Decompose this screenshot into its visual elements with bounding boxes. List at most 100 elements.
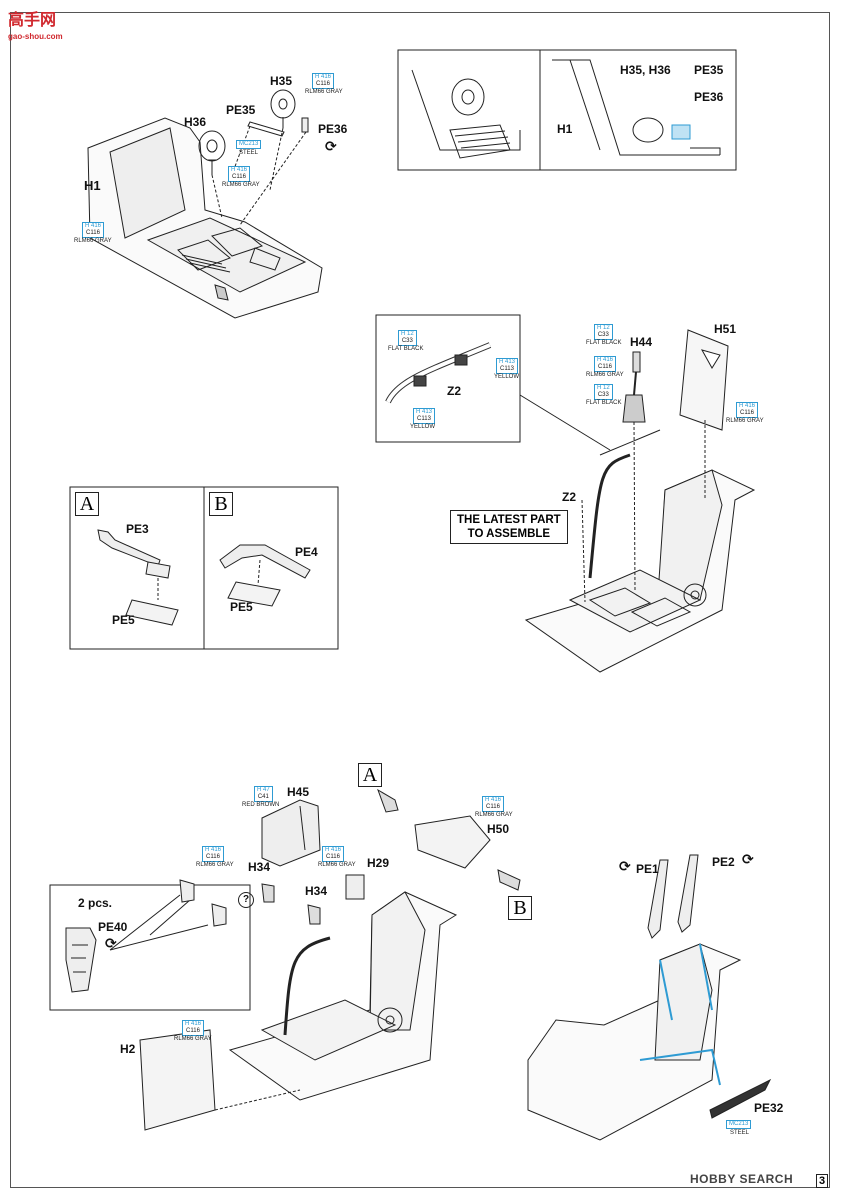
paint-name-h50: RLM66 GRAY xyxy=(475,812,513,818)
paint-code: H 47 xyxy=(257,787,270,793)
note-line2: TO ASSEMBLE xyxy=(467,528,551,540)
paint-code: H 413 xyxy=(499,359,516,365)
pe1-bend-icon: ⟳ xyxy=(619,858,631,874)
paint-c: C116 xyxy=(86,230,100,236)
label-h34-b: H34 xyxy=(305,884,328,898)
paint-name-h44-gray: RLM66 GRAY xyxy=(586,372,624,378)
paint-h1: H 416 C116 xyxy=(82,222,105,238)
paint-h35: H 416 C116 xyxy=(312,73,335,89)
paint-name-h35: RLM66 GRAY xyxy=(305,89,343,95)
pe4-buckle xyxy=(219,544,311,607)
footer-brand: HOBBY SEARCH xyxy=(690,1172,794,1186)
z2-guide-line xyxy=(581,499,586,603)
pe36-bend-icon: ⟳ xyxy=(325,138,337,154)
pe40-bend-icon: ⟳ xyxy=(105,935,117,951)
paint-h36: H 416 C116 xyxy=(228,166,251,182)
question-mark: ? xyxy=(238,892,254,908)
label-h51: H51 xyxy=(714,322,737,336)
paint-name-z2-yellow2: YELLOW xyxy=(410,424,436,430)
paint-name-pe32: STEEL xyxy=(730,1130,750,1136)
watermark-title: 高手网 xyxy=(8,12,57,29)
h45-armor xyxy=(261,799,321,867)
paint-name-pe35: STEEL xyxy=(239,150,259,156)
h34-pedals xyxy=(261,883,321,925)
pe40-callouts xyxy=(109,894,209,951)
label-h1: H1 xyxy=(84,178,101,193)
paint-c: C113 xyxy=(417,416,431,422)
label-h50: H50 xyxy=(487,822,510,836)
paint-c: C116 xyxy=(186,1028,200,1034)
paint-name-z2-yellow1: YELLOW xyxy=(494,374,520,380)
step1-cockpit-floor xyxy=(87,117,323,319)
pe35-strip xyxy=(247,121,285,137)
paint-name-z2-black: FLAT BLACK xyxy=(388,346,424,352)
h50-tray xyxy=(377,788,521,891)
paint-c: C116 xyxy=(740,410,754,416)
option-a-plate: PE5 xyxy=(112,613,135,627)
paint-c: C33 xyxy=(597,392,609,398)
label-z2: Z2 xyxy=(562,490,577,504)
paint-name-h51: RLM66 GRAY xyxy=(726,418,764,424)
z2-rail-detail xyxy=(385,342,492,404)
paint-name-h36: RLM66 GRAY xyxy=(222,182,260,188)
paint-name-h45-red: RED BROWN xyxy=(242,802,280,808)
paint-h50: H 416 C116 xyxy=(482,796,505,812)
option-a-letter: A xyxy=(75,492,99,516)
h29-box xyxy=(345,874,365,900)
h35-wheel xyxy=(270,89,296,128)
option-a-part: PE3 xyxy=(126,522,149,536)
paint-h51: H 416 C116 xyxy=(736,402,759,418)
h44-stick xyxy=(622,351,646,591)
detail-label-h1: H1 xyxy=(557,122,573,136)
paint-c: C116 xyxy=(232,174,246,180)
option-b-letter: B xyxy=(209,492,233,516)
label-h29: H29 xyxy=(367,856,390,870)
note-line1: THE LATEST PART xyxy=(457,514,561,526)
pe40-pedal xyxy=(65,927,97,993)
paint-h2: H 416 C116 xyxy=(182,1020,205,1036)
paint-code: H 416 xyxy=(185,1021,202,1027)
watermark-logo: 高手网 gao-shou.com xyxy=(8,6,63,48)
paint-code: MC213 xyxy=(729,1121,749,1127)
paint-code: H 416 xyxy=(485,797,502,803)
paint-h45-red: H 47 C41 xyxy=(254,786,273,802)
paint-pe35: MC213 xyxy=(236,140,262,149)
paint-name-h44-grip: FLAT BLACK xyxy=(586,400,622,406)
detail-label-pe36: PE36 xyxy=(694,90,724,104)
inset-label-z2: Z2 xyxy=(447,384,462,398)
step1-guide-lines xyxy=(211,125,307,226)
paint-name-h2: RLM66 GRAY xyxy=(174,1036,212,1042)
paint-h44-grip: H 12 C33 xyxy=(594,384,613,400)
paint-z2-yellow1: H 413 C113 xyxy=(496,358,519,374)
label-h45: H45 xyxy=(287,785,310,799)
paint-c: C116 xyxy=(316,81,330,87)
pe3-buckle xyxy=(97,529,179,626)
page-number: 3 xyxy=(816,1174,829,1188)
detail-label-pe35: PE35 xyxy=(694,63,724,77)
paint-code: MC213 xyxy=(239,141,259,147)
pe40-small-pedals xyxy=(179,879,227,927)
pe2-bend-icon: ⟳ xyxy=(742,851,754,867)
paint-c: C116 xyxy=(206,854,220,860)
paint-code: H 416 xyxy=(85,223,102,229)
paint-code: H 12 xyxy=(401,331,414,337)
paint-code: H 12 xyxy=(597,325,610,331)
paint-name-h34: RLM66 GRAY xyxy=(196,862,234,868)
paint-code: H 416 xyxy=(325,847,342,853)
z2-callout-line xyxy=(519,394,611,451)
paint-c: C116 xyxy=(326,854,340,860)
h51-armor xyxy=(679,329,729,500)
option-b-plate: PE5 xyxy=(230,600,253,614)
paint-h45-gray: H 416 C116 xyxy=(322,846,345,862)
paint-z2-black: H 12 C33 xyxy=(398,330,417,346)
paint-h44-gray: H 416 C116 xyxy=(594,356,617,372)
paint-code: H 416 xyxy=(739,403,756,409)
detail-closeup-left xyxy=(411,69,521,159)
label-pe32: PE32 xyxy=(754,1101,784,1115)
label-pe40: PE40 xyxy=(98,920,128,934)
label-pe2: PE2 xyxy=(712,855,735,869)
detail-closeup-right xyxy=(552,59,721,156)
step3-letter-b: B xyxy=(508,896,532,920)
paint-name-h44-black: FLAT BLACK xyxy=(586,340,622,346)
